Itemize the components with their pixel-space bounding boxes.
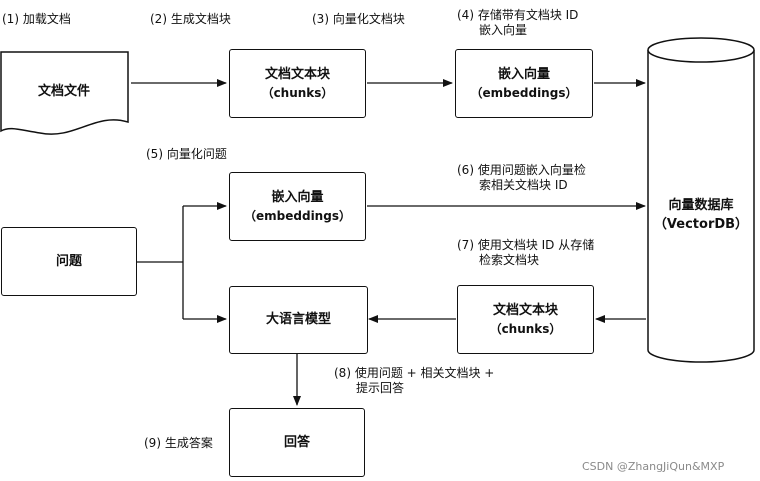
step-3-label: (3) 向量化文档块 <box>312 12 405 26</box>
document-shape <box>0 51 129 135</box>
embed-top-title: 嵌入向量 <box>497 66 550 82</box>
vectordb-sub: （VectorDB） <box>653 217 749 232</box>
step-5-label: (5) 向量化问题 <box>146 147 227 161</box>
embeddings-box-mid: 嵌入向量 （embeddings） <box>229 172 366 241</box>
doc-file-label: 文档文件 <box>38 84 91 99</box>
embed-mid-sub: （embeddings） <box>244 208 351 223</box>
question-label: 问题 <box>55 253 82 269</box>
step-7-label-line2: 检索文档块 <box>479 253 540 267</box>
vectordb-label: 向量数据库 （VectorDB） <box>648 196 754 234</box>
llm-box: 大语言模型 <box>229 286 368 354</box>
step-2-label: (2) 生成文档块 <box>150 12 231 26</box>
chunks-bottom-sub: （chunks） <box>489 321 562 336</box>
answer-label: 回答 <box>283 434 310 450</box>
vectordb-title: 向量数据库 <box>668 198 734 213</box>
answer-box: 回答 <box>229 408 365 477</box>
llm-label: 大语言模型 <box>265 312 331 327</box>
step-1-label: (1) 加载文档 <box>2 12 71 26</box>
step-6-label-line2: 索相关文档块 ID <box>479 178 568 192</box>
step-8-label-line1: (8) 使用问题 + 相关文档块 + <box>334 366 495 380</box>
chunks-bottom-title: 文档文本块 <box>492 302 558 318</box>
embeddings-box-top: 嵌入向量 （embeddings） <box>455 49 593 118</box>
step-8-label-line2: 提示回答 <box>356 381 405 395</box>
embed-top-sub: （embeddings） <box>470 85 578 100</box>
question-box: 问题 <box>1 227 137 296</box>
chunks-top-title: 文档文本块 <box>264 66 330 82</box>
step-7-label-line1: (7) 使用文档块 ID 从存储 <box>457 238 595 252</box>
step-4-label-line1: (4) 存储带有文档块 ID <box>457 8 579 22</box>
watermark: CSDN @ZhangJiQun&MXP <box>582 460 725 473</box>
database-cylinder <box>647 37 755 363</box>
step-4-label-line2: 嵌入向量 <box>479 23 528 37</box>
chunks-box-bottom: 文档文本块 （chunks） <box>457 285 594 354</box>
chunks-top-sub: （chunks） <box>261 85 334 100</box>
step-9-label: (9) 生成答案 <box>144 436 213 450</box>
embed-mid-title: 嵌入向量 <box>271 189 324 205</box>
step-6-label-line1: (6) 使用问题嵌入向量检 <box>457 163 586 177</box>
chunks-box-top: 文档文本块 （chunks） <box>229 49 366 118</box>
